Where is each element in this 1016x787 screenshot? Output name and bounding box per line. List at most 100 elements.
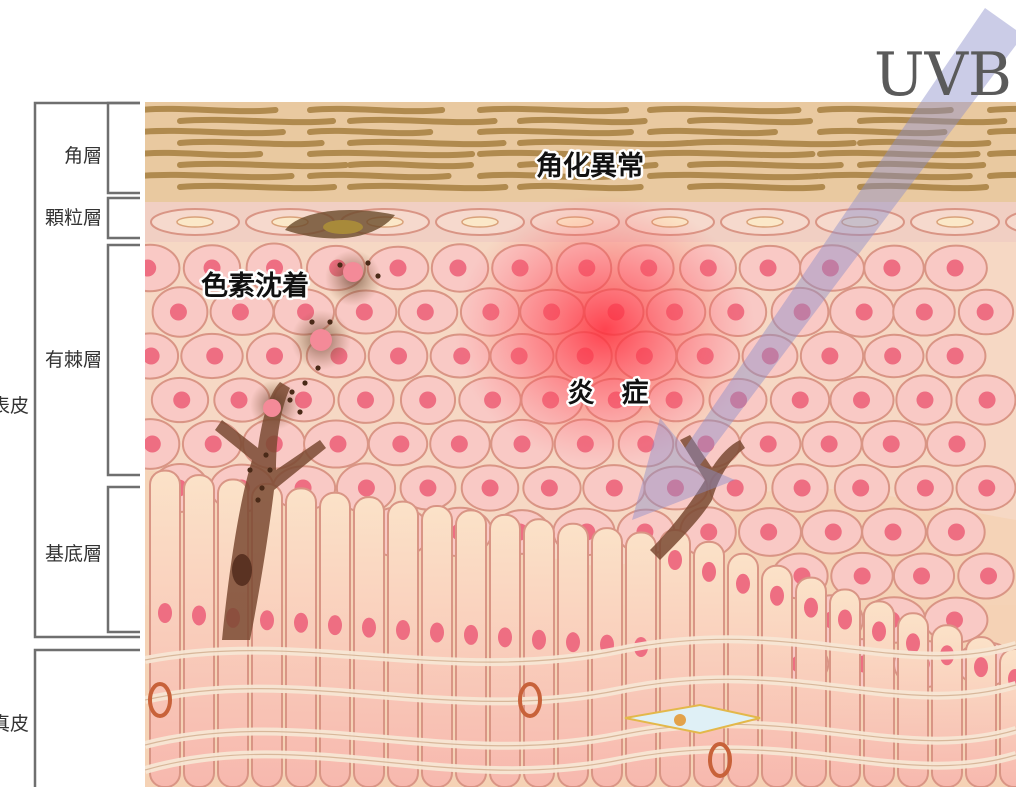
stratum-granulosum-label: 顆粒層 [45,207,102,229]
corneocyte [690,186,822,188]
corneocyte [520,120,645,122]
granular-cell [151,209,239,235]
keratinocyte-cell [583,465,644,511]
keratinocyte-cell [802,510,862,553]
keratinocyte-cell [122,333,178,378]
keratinocyte-cell [740,422,801,465]
corneocyte [650,175,817,177]
keratinocyte-cell [927,509,984,555]
corneocyte [350,164,471,166]
keratinocyte-cell [957,466,1016,510]
keratinocyte-cell [181,334,242,378]
granular-cell [911,209,999,235]
corneocyte [310,109,442,111]
dermis-label: 真皮 [0,713,29,735]
corneocyte [650,109,798,111]
melanin-granule [315,365,320,370]
keratinocyte-cell [121,419,180,469]
corneocyte [650,153,812,155]
corneocyte [140,153,260,155]
corneocyte [180,186,334,188]
melanin-granule [365,260,370,265]
corneocyte [310,153,472,155]
corneocyte [480,109,626,111]
corneocyte [520,142,688,144]
melanin-granule [259,485,264,490]
corneocyte [990,175,1016,177]
keratinocyte-cell [152,378,208,422]
melanocyte-nucleus [232,554,252,586]
keratinocyte-cell [771,377,829,422]
basal-cell [626,533,656,787]
corneocyte [520,186,641,188]
melanin-granule [297,409,302,414]
keratinocyte-cell [430,420,490,467]
uvb-label: UVB [874,40,1012,110]
keratinocyte-cell [153,287,208,336]
melanin-granule [287,397,292,402]
basal-cell [1000,649,1016,787]
keratinocyte-cell [401,376,455,424]
melanin-granule [267,467,272,472]
corneocyte [180,120,333,122]
corneocyte [140,131,283,133]
corneocyte [990,131,1016,133]
keratinocyte-cell [369,423,427,466]
keratinocyte-cell [523,467,580,509]
melanin-granule [263,452,268,457]
keratinocyte-cell [957,375,1016,424]
corneocyte [690,120,810,122]
stratum-spinosum-label: 有棘層 [45,349,102,371]
layer-brackets [35,103,140,787]
keratinocyte-cell [369,332,428,381]
inflammation-label: 炎 症 [568,378,649,409]
keratinocyte-cell [862,509,926,556]
keratinocyte-cell [121,245,180,291]
corneocyte [140,175,292,177]
corneocyte [180,164,346,166]
corneocyte [350,142,504,144]
keratinocyte-cell [830,287,894,336]
keratinocyte-cell [893,288,954,335]
corneocyte [480,131,631,133]
keratinocyte-cell [739,508,801,556]
keratinocyte-cell [772,464,827,512]
keratinocyte-cell [925,246,987,291]
basal-cell [286,488,316,787]
corneocyte [180,142,322,144]
granular-cell [721,209,809,235]
keratinocyte-cell [958,553,1013,598]
melanin-granule [255,497,260,502]
corneocyte [310,175,449,177]
corneocyte [350,186,505,188]
keratinocyte-cell [802,422,861,467]
keratinocyte-cell [894,553,954,598]
keratinocyte-cell [835,465,889,511]
keratinocyte-cell [399,291,458,334]
basal-cell [354,497,384,787]
stratum-corneum-label: 角層 [64,145,102,167]
keratinocyte-cell [959,290,1013,335]
keratinocyte-cell [462,465,519,510]
melanin-granule [309,319,314,324]
corneocyte [690,142,854,144]
keratinocyte-cell [896,375,951,424]
melanin-granule [327,319,332,324]
keratinocyte-cell [304,420,368,467]
keratinocyte-cell [895,466,952,510]
keratinocyte-cell [865,335,924,377]
keratinocyte-cell [801,332,863,381]
melanin-granule [375,273,380,278]
hyperkeratosis-label: 角化異常 [536,150,644,182]
melanin-granule [337,262,342,267]
keratinocyte-cell [862,421,926,467]
keratinocyte-cell [864,246,923,291]
corneocyte [650,131,775,133]
corneocyte [140,109,275,111]
epidermis-label: 表皮 [0,395,29,417]
melanin-granule [289,389,294,394]
melanin-granule [302,380,307,385]
keratinocyte-cell [338,377,393,423]
keratinocyte-cell [927,422,985,465]
